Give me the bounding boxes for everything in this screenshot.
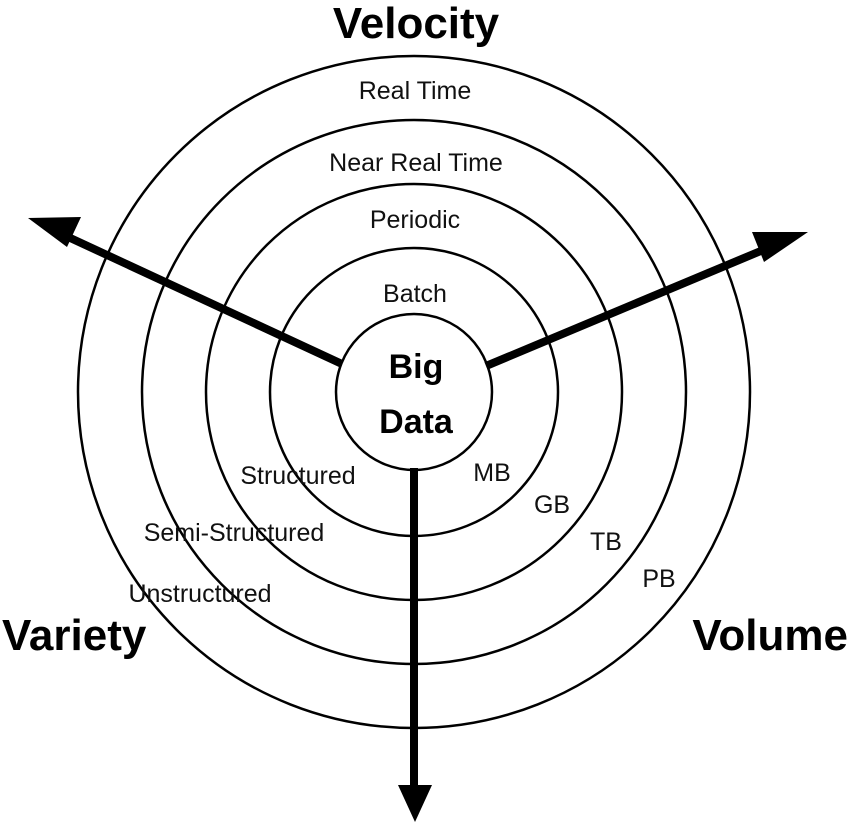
volume-title: Volume xyxy=(692,611,848,660)
down-arrow xyxy=(398,468,432,822)
center-label-line-1: Big xyxy=(389,348,444,386)
volume-arrowhead-icon xyxy=(752,232,808,262)
ring-1 xyxy=(334,312,494,472)
down-arrowhead-icon xyxy=(398,785,432,822)
volume-levels: MB GB TB PB xyxy=(473,459,675,593)
variety-level-semi-structured: Semi-Structured xyxy=(144,519,325,547)
velocity-level-periodic: Periodic xyxy=(370,206,460,234)
velocity-level-batch: Batch xyxy=(383,280,447,308)
variety-level-unstructured: Unstructured xyxy=(128,580,271,608)
variety-arrow-shaft xyxy=(64,232,344,368)
variety-levels: Structured Semi-Structured Unstructured xyxy=(128,462,355,608)
variety-arrowhead-icon xyxy=(28,217,81,247)
variety-arrow xyxy=(28,217,344,368)
volume-arrow xyxy=(484,232,808,370)
velocity-title: Velocity xyxy=(333,0,500,48)
variety-title: Variety xyxy=(2,611,147,660)
center-label: Big Data xyxy=(379,348,454,441)
volume-level-tb: TB xyxy=(590,528,622,556)
center-label-line-2: Data xyxy=(379,403,454,441)
volume-level-pb: PB xyxy=(642,565,675,593)
velocity-level-near-real-time: Near Real Time xyxy=(329,149,503,177)
velocity-level-real-time: Real Time xyxy=(359,77,472,105)
velocity-levels: Batch Periodic Near Real Time Real Time xyxy=(329,77,503,308)
volume-level-gb: GB xyxy=(534,491,570,519)
volume-level-mb: MB xyxy=(473,459,511,487)
volume-arrow-shaft xyxy=(484,241,777,370)
variety-level-structured: Structured xyxy=(240,462,355,490)
